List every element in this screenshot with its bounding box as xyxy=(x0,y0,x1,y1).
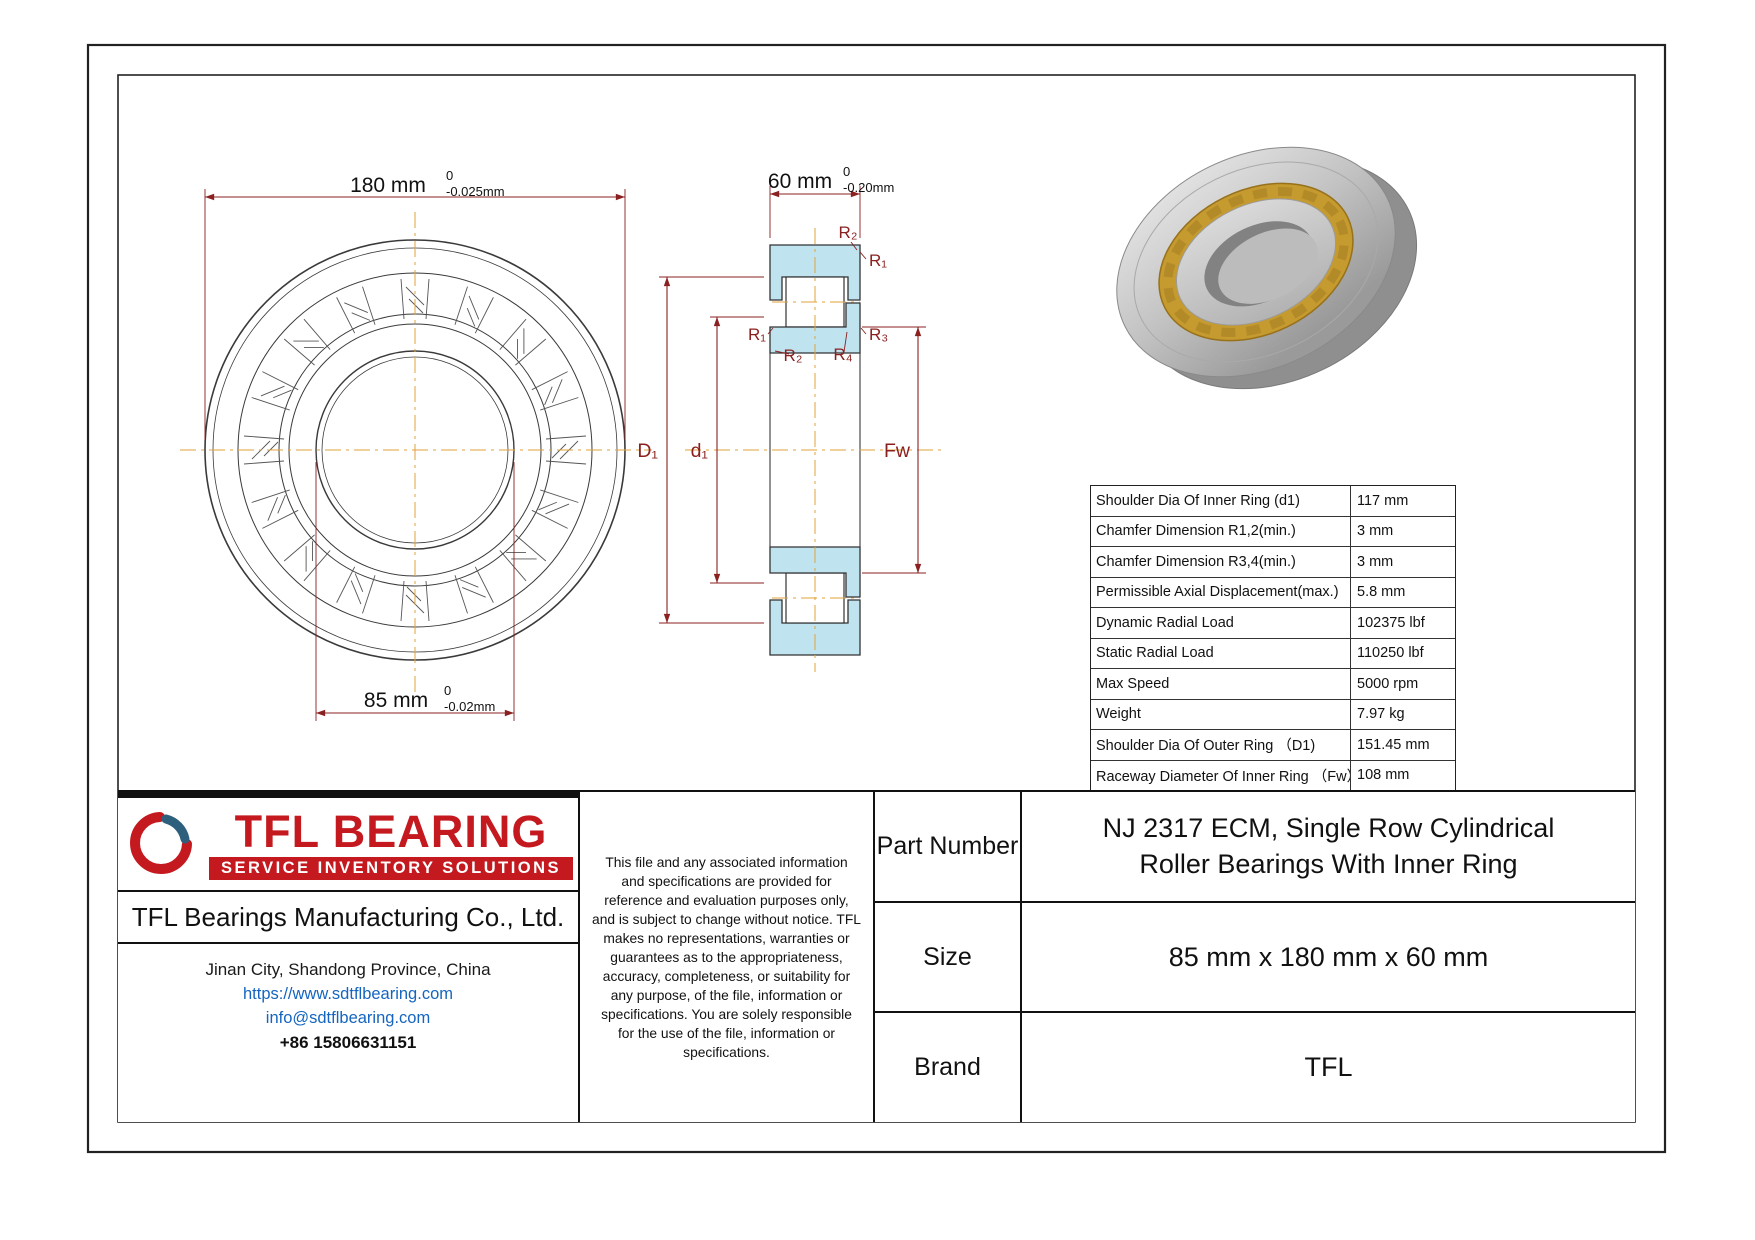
tfl-logo-icon xyxy=(130,812,192,874)
spec-label: Raceway Diameter Of Inner Ring （Fw） xyxy=(1096,768,1350,785)
spec-value: 108 mm xyxy=(1350,760,1455,790)
od-tolerance-lower: -0.025mm xyxy=(446,184,505,199)
od-dimension-value: 180 mm xyxy=(350,174,426,197)
table-row: Weight 7.97 kg xyxy=(1091,699,1455,730)
dimension-D1: D₁ xyxy=(637,276,764,624)
title-block: TFL BEARING SERVICE INVENTORY SOLUTIONS … xyxy=(118,790,1635,1123)
table-row: Raceway Diameter Of Inner Ring （Fw）108 m… xyxy=(1091,760,1455,790)
chamfer-callouts: R₂ R₁ R₁ R₂ R₃ R₄ xyxy=(748,223,888,365)
spec-label: Chamfer Dimension R3,4(min.) xyxy=(1096,553,1296,570)
label-D1: D₁ xyxy=(637,440,658,462)
brand-label: Brand xyxy=(875,1013,1022,1123)
spec-value: 151.45 mm xyxy=(1350,730,1455,760)
width-tolerance-upper: 0 xyxy=(843,164,850,179)
spec-label: Permissible Axial Displacement(max.) xyxy=(1096,584,1339,601)
field-row-part-number: Part Number NJ 2317 ECM, Single Row Cyli… xyxy=(875,792,1635,903)
part-number-value: NJ 2317 ECM, Single Row Cylindrical Roll… xyxy=(1022,792,1635,901)
sheet-frame xyxy=(86,43,1667,1154)
label-R1-right: R₁ xyxy=(869,251,887,270)
table-row: Shoulder Dia Of Inner Ring (d1) 117 mm xyxy=(1091,486,1455,517)
width-dimension-value: 60 mm xyxy=(768,170,832,193)
company-contact: Jinan City, Shandong Province, China htt… xyxy=(118,944,578,1122)
front-centerlines xyxy=(180,212,652,695)
company-panel: TFL BEARING SERVICE INVENTORY SOLUTIONS … xyxy=(118,792,580,1122)
heavy-rule xyxy=(118,792,578,798)
size-text: 85 mm x 180 mm x 60 mm xyxy=(1168,941,1489,972)
width-tolerance-lower: -0.20mm xyxy=(843,180,894,195)
logo-title: TFL BEARING xyxy=(234,805,548,857)
brand-value: TFL xyxy=(1022,1013,1635,1122)
spec-label: Static Radial Load xyxy=(1096,645,1214,662)
spec-table: Shoulder Dia Of Inner Ring (d1) 117 mm Ch… xyxy=(1090,485,1456,791)
table-row: Permissible Axial Displacement(max.) 5.8 … xyxy=(1091,577,1455,608)
dimension-d1: d₁ xyxy=(691,316,764,584)
spec-value: 3 mm xyxy=(1350,516,1455,546)
spec-label: Shoulder Dia Of Inner Ring (d1) xyxy=(1096,492,1300,509)
table-row: Chamfer Dimension R3,4(min.) 3 mm xyxy=(1091,547,1455,578)
bore-tolerance-upper: 0 xyxy=(444,683,451,698)
label-Fw: Fw xyxy=(884,440,911,462)
table-row: Static Radial Load 110250 lbf xyxy=(1091,638,1455,669)
label-R2-left: R₂ xyxy=(784,346,803,365)
spec-label: Max Speed xyxy=(1096,675,1170,692)
section-centerlines xyxy=(685,228,945,672)
dimension-width: 60 mm 0 -0.20mm xyxy=(768,164,894,238)
bearing-3d-render xyxy=(1116,146,1418,390)
spec-label: Chamfer Dimension R1,2(min.) xyxy=(1096,523,1296,540)
dimension-bore: 85 mm 0 -0.02mm xyxy=(315,462,515,721)
field-row-brand: Brand TFL xyxy=(875,1013,1635,1123)
company-logo: TFL BEARING SERVICE INVENTORY SOLUTIONS xyxy=(118,798,578,892)
label-R2-top: R₂ xyxy=(839,223,858,242)
bore-tolerance-lower: -0.02mm xyxy=(444,699,495,714)
label-d1: d₁ xyxy=(691,440,709,462)
size-label: Size xyxy=(875,902,1022,1012)
table-row: Chamfer Dimension R1,2(min.) 3 mm xyxy=(1091,516,1455,547)
phone-number: +86 15806631151 xyxy=(279,1033,417,1052)
table-row: Dynamic Radial Load 102375 lbf xyxy=(1091,608,1455,639)
brand-text: TFL xyxy=(1304,1052,1353,1083)
dimension-Fw: Fw xyxy=(862,326,926,574)
spec-value: 3 mm xyxy=(1350,547,1455,577)
label-R3-right: R₃ xyxy=(869,325,888,344)
spec-value: 5000 rpm xyxy=(1350,669,1455,699)
spec-label: Shoulder Dia Of Outer Ring （D1) xyxy=(1096,738,1316,755)
email-link[interactable]: info@sdtflbearing.com xyxy=(265,1009,431,1027)
spec-value: 110250 lbf xyxy=(1350,638,1455,668)
part-info-fields: Part Number NJ 2317 ECM, Single Row Cyli… xyxy=(875,792,1635,1123)
part-number-text: NJ 2317 ECM, Single Row Cylindrical Roll… xyxy=(1102,812,1555,880)
company-name: TFL Bearings Manufacturing Co., Ltd. xyxy=(118,892,578,944)
label-R4: R₄ xyxy=(833,345,852,364)
company-address: Jinan City, Shandong Province, China xyxy=(205,960,491,979)
spec-value: 5.8 mm xyxy=(1350,577,1455,607)
spec-label: Weight xyxy=(1096,706,1141,723)
spec-value: 7.97 kg xyxy=(1350,699,1455,729)
website-link[interactable]: https://www.sdtflbearing.com xyxy=(242,985,453,1003)
table-row: Shoulder Dia Of Outer Ring （D1) 151.45 mm xyxy=(1091,730,1455,761)
roller-cage xyxy=(243,278,587,622)
bore-dimension-value: 85 mm xyxy=(364,689,428,712)
part-number-label: Part Number xyxy=(875,792,1022,901)
front-view: 180 mm 0 -0.025mm 85 mm 0 -0.02mm xyxy=(180,168,652,721)
spec-label: Dynamic Radial Load xyxy=(1096,614,1234,631)
logo-subtitle: SERVICE INVENTORY SOLUTIONS xyxy=(208,856,574,880)
disclaimer-text: This file and any associated information… xyxy=(580,792,875,1122)
spec-value: 117 mm xyxy=(1350,486,1455,516)
section-view: 60 mm 0 -0.20mm D₁ d₁ xyxy=(637,164,945,672)
od-tolerance-upper: 0 xyxy=(446,168,453,183)
spec-value: 102375 lbf xyxy=(1350,608,1455,638)
size-value: 85 mm x 180 mm x 60 mm xyxy=(1022,903,1635,1012)
table-row: Max Speed 5000 rpm xyxy=(1091,669,1455,700)
label-R1-left: R₁ xyxy=(748,325,766,344)
field-row-size: Size 85 mm x 180 mm x 60 mm xyxy=(875,902,1635,1014)
dimension-od: 180 mm 0 -0.025mm xyxy=(204,168,626,440)
